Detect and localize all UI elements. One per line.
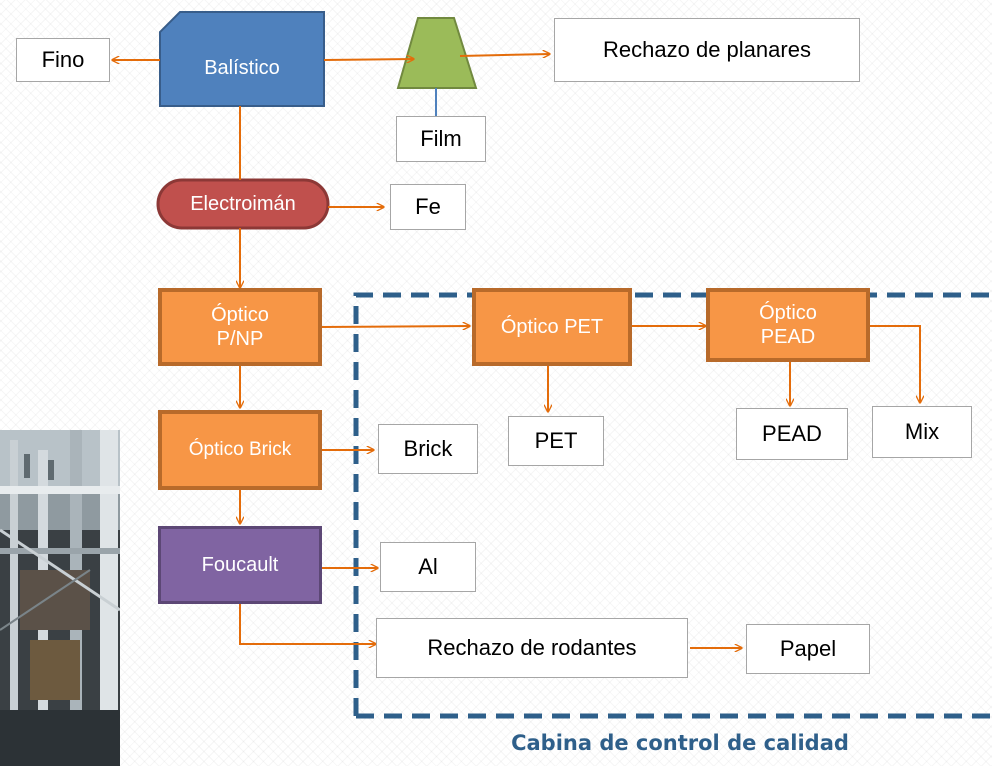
plant-photo (0, 430, 120, 766)
node-rechazo-planares: Rechazo de planares (554, 18, 860, 82)
node-balistico: Balístico (204, 56, 280, 79)
node-optico-brick: Óptico Brick (158, 410, 322, 490)
arrow-pnp-pet (319, 326, 470, 327)
electroiman-shape (156, 178, 330, 230)
arrow-filter-rechazo (459, 54, 550, 56)
arrow-pead-mix (870, 325, 920, 403)
node-fe: Fe (390, 184, 466, 230)
node-rechazo-rodantes: Rechazo de rodantes (376, 618, 688, 678)
node-pead: PEAD (736, 408, 848, 460)
cabin-label: Cabina de control de calidad (511, 731, 849, 755)
node-electroiman: Electroimán (190, 192, 296, 215)
film-filter-shape (396, 17, 478, 89)
node-fino: Fino (16, 38, 110, 82)
balistico-shape (159, 11, 325, 107)
node-pet: PET (508, 416, 604, 466)
node-film: Film (396, 116, 486, 162)
node-optico-pet: Óptico PET (472, 288, 632, 366)
node-optico-pead: Óptico PEAD (706, 288, 870, 362)
node-brick: Brick (378, 424, 478, 474)
node-foucault: Foucault (158, 526, 322, 604)
node-al: Al (380, 542, 476, 592)
node-papel: Papel (746, 624, 870, 674)
arrow-foucault-rechazo (239, 603, 376, 644)
arrow-balistico-filter (323, 59, 414, 60)
node-mix: Mix (872, 406, 972, 458)
node-optico-pnp: Óptico P/NP (158, 288, 322, 366)
